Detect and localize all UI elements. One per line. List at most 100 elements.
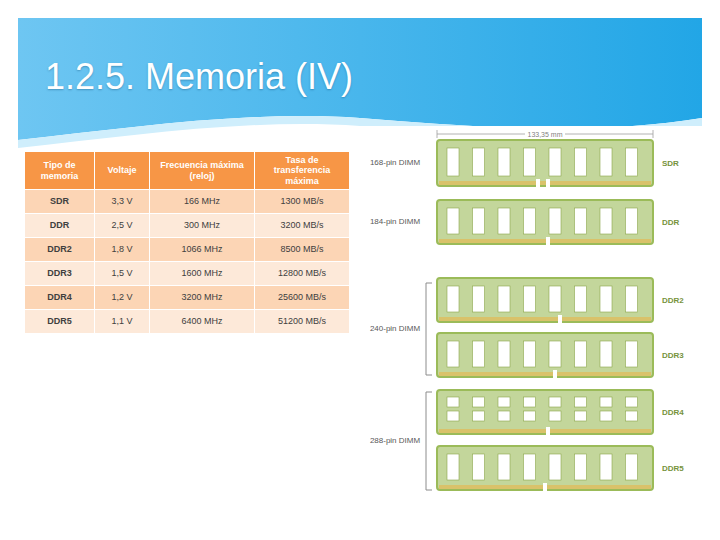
memory-chip — [600, 208, 612, 234]
memory-chip — [473, 208, 485, 234]
module-type-label: DDR3 — [662, 351, 684, 360]
dimension-label: 133,35 mm — [525, 131, 564, 138]
key-notch — [558, 315, 562, 323]
memory-chip — [549, 341, 561, 367]
memory-chip — [447, 208, 459, 234]
memory-chip — [447, 148, 459, 176]
memory-chip — [473, 411, 485, 421]
gold-contacts — [439, 372, 651, 376]
memory-chip — [600, 286, 612, 312]
key-notch — [546, 427, 550, 435]
group-bracket — [426, 283, 432, 375]
table-cell: 1,1 V — [95, 310, 150, 334]
memory-chip — [498, 341, 510, 367]
table-cell: SDR — [25, 190, 95, 214]
memory-chip — [473, 397, 485, 407]
memory-chip — [575, 208, 587, 234]
table-cell: 8500 MB/s — [255, 238, 350, 262]
dimm-board — [437, 140, 653, 186]
memory-chip — [626, 411, 638, 421]
dimm-board — [437, 446, 653, 490]
table-cell: 6400 MHz — [150, 310, 255, 334]
memory-chip — [575, 411, 587, 421]
table-cell: 2,5 V — [95, 214, 150, 238]
table-cell: 1300 MB/s — [255, 190, 350, 214]
memory-chip — [447, 397, 459, 407]
memory-chip — [575, 286, 587, 312]
table-cell: 3,3 V — [95, 190, 150, 214]
gold-contacts — [439, 181, 651, 185]
memory-chip — [473, 286, 485, 312]
dimm-board — [437, 333, 653, 377]
image-panel — [360, 126, 702, 506]
key-notch — [543, 483, 547, 491]
key-notch — [546, 237, 550, 245]
memory-chip — [575, 148, 587, 176]
memory-chip — [549, 454, 561, 480]
module-type-label: DDR5 — [662, 464, 684, 473]
memory-chip — [600, 411, 612, 421]
table-cell: DDR5 — [25, 310, 95, 334]
memory-chip — [524, 397, 536, 407]
memory-chip — [524, 411, 536, 421]
memory-chip — [524, 341, 536, 367]
memory-chip — [600, 341, 612, 367]
memory-chip — [473, 454, 485, 480]
memory-chip — [600, 397, 612, 407]
memory-chip — [549, 397, 561, 407]
group-bracket — [426, 392, 432, 490]
gold-contacts — [439, 239, 651, 243]
table-cell: DDR3 — [25, 262, 95, 286]
dimm-board — [437, 390, 653, 434]
memory-chip — [575, 341, 587, 367]
module-type-label: DDR — [662, 218, 679, 227]
table-cell: 166 MHz — [150, 190, 255, 214]
memory-chip — [549, 208, 561, 234]
memory-chip — [524, 286, 536, 312]
table-header: Frecuencia máxima (reloj) — [150, 152, 255, 190]
dimm-board — [437, 278, 653, 322]
table-header: Voltaje — [95, 152, 150, 190]
table-cell: 300 MHz — [150, 214, 255, 238]
memory-chip — [447, 411, 459, 421]
memory-chip — [498, 411, 510, 421]
memory-chip — [498, 148, 510, 176]
memory-chip — [473, 148, 485, 176]
memory-chip — [600, 148, 612, 176]
pin-count-label: 288-pin DIMM — [368, 437, 422, 446]
gold-contacts — [439, 317, 651, 321]
memory-chip — [498, 397, 510, 407]
memory-chip — [473, 341, 485, 367]
memory-chip — [524, 148, 536, 176]
table-header: Tipo de memoria — [25, 152, 95, 190]
table-cell: 1,2 V — [95, 286, 150, 310]
pin-count-label: 184-pin DIMM — [368, 218, 422, 227]
memory-chip — [626, 454, 638, 480]
module-type-label: DDR4 — [662, 408, 684, 417]
memory-chip — [575, 397, 587, 407]
memory-chip — [549, 148, 561, 176]
memory-chip — [600, 454, 612, 480]
table-cell: DDR2 — [25, 238, 95, 262]
dimension-tick — [653, 130, 654, 138]
memory-chip — [626, 148, 638, 176]
memory-chip — [626, 208, 638, 234]
dimension-tick — [437, 130, 438, 138]
table-cell: 1066 MHz — [150, 238, 255, 262]
pin-count-label: 168-pin DIMM — [368, 159, 422, 168]
memory-chip — [524, 208, 536, 234]
dimm-board — [437, 200, 653, 244]
memory-chip — [498, 208, 510, 234]
table-cell: 1,8 V — [95, 238, 150, 262]
memory-chip — [447, 341, 459, 367]
table-header: Tasa de transferencia máxima — [255, 152, 350, 190]
memory-chip — [549, 286, 561, 312]
memory-chip — [498, 454, 510, 480]
slide-title: 1.2.5. Memoria (IV) — [45, 56, 353, 98]
table-cell: 12800 MB/s — [255, 262, 350, 286]
module-type-label: SDR — [662, 159, 679, 168]
memory-chip — [626, 341, 638, 367]
memory-chip — [447, 454, 459, 480]
memory-chip — [498, 286, 510, 312]
